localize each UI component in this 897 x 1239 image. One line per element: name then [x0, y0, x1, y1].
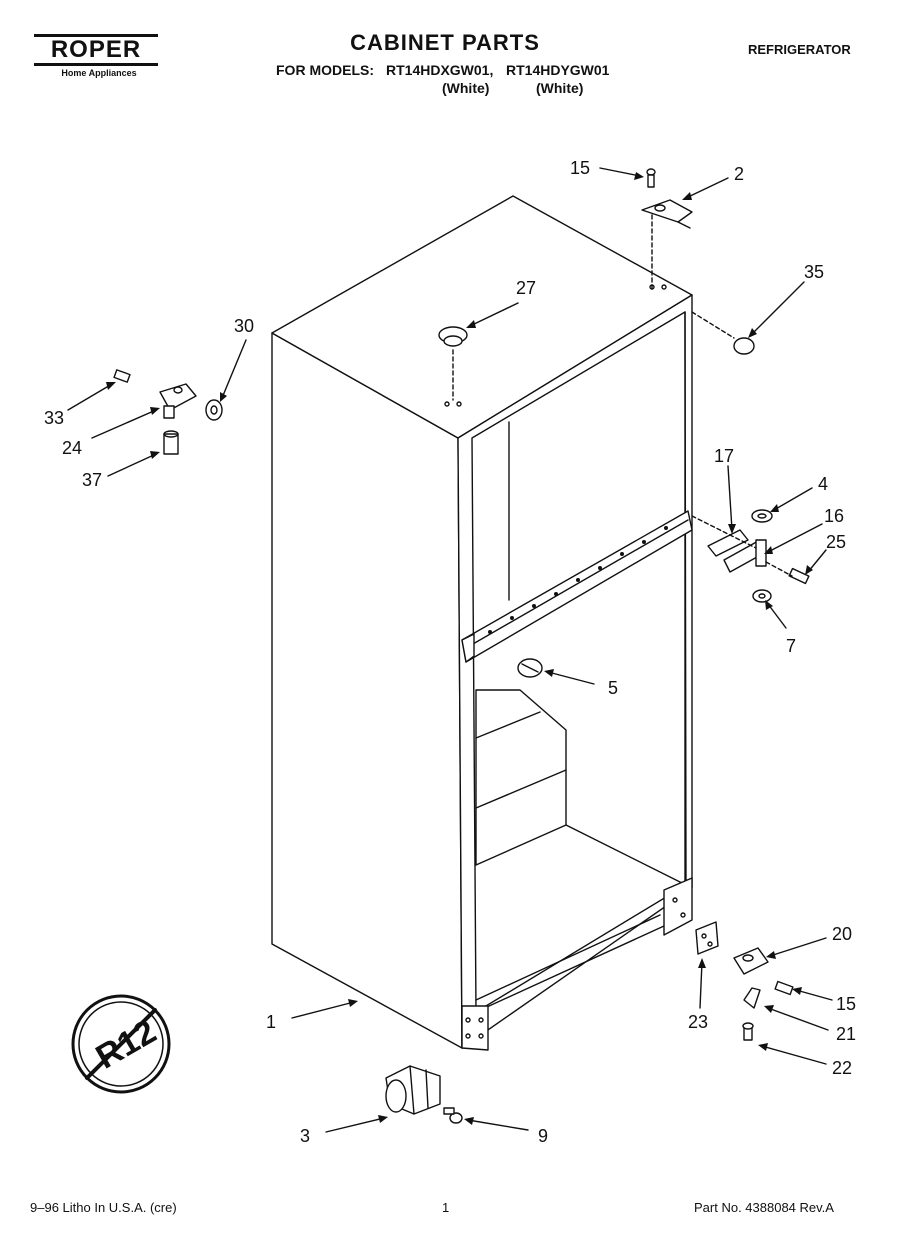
callout-27: 27 — [516, 278, 536, 298]
callout-7: 7 — [786, 636, 796, 656]
callout-9: 9 — [538, 1126, 548, 1146]
print-info: 9–96 Litho In U.S.A. (cre) — [30, 1200, 177, 1215]
freezer-divider — [475, 689, 567, 866]
bottom-hinge-assembly — [695, 921, 794, 1041]
center-hinge-rail — [461, 510, 693, 663]
callout-5: 5 — [608, 678, 618, 698]
callout-37: 37 — [82, 470, 102, 490]
top-hinge-2 — [641, 199, 693, 291]
callout-22: 22 — [832, 1058, 852, 1078]
brand-logo: ROPER Home Appliances — [34, 34, 164, 78]
bottom-stile — [461, 1005, 489, 1051]
model-1-color: (White) — [442, 80, 490, 96]
callout-24: 24 — [62, 438, 82, 458]
page-title: CABINET PARTS — [350, 30, 540, 55]
leg-screw-9 — [443, 1107, 463, 1124]
callout-2: 2 — [734, 164, 744, 184]
callout-30: 30 — [234, 316, 254, 336]
callout-35: 35 — [804, 262, 824, 282]
hole-plug-27 — [438, 326, 468, 401]
model-number-1: RT14HDXGW01, — [386, 62, 494, 78]
cabinet-side-panel — [271, 332, 463, 1049]
leveling-leg-3 — [385, 1065, 441, 1115]
brand-tagline: Home Appliances — [61, 68, 137, 78]
hinge-cap-35 — [691, 311, 755, 355]
callout-17: 17 — [714, 446, 734, 466]
r12-prohibited-badge — [71, 994, 171, 1094]
center-hinge-assembly — [691, 509, 810, 603]
leader-lines — [67, 167, 833, 1133]
appliance-category: REFRIGERATOR — [748, 42, 851, 57]
callout-20: 20 — [832, 924, 852, 944]
callout-4: 4 — [818, 474, 828, 494]
model-2-color: (White) — [536, 80, 584, 96]
callout-3: 3 — [300, 1126, 310, 1146]
top-hinge-screw-15 — [646, 168, 656, 188]
brand-name: ROPER — [50, 36, 142, 63]
callout-23: 23 — [688, 1012, 708, 1032]
callout-16: 16 — [824, 506, 844, 526]
page-number: 1 — [442, 1200, 450, 1215]
model-number-2: RT14HDYGW01 — [506, 62, 610, 78]
callout-15-bottom: 15 — [836, 994, 856, 1014]
models-label: FOR MODELS: — [276, 62, 374, 78]
callout-21: 21 — [836, 1024, 856, 1044]
callout-15-top: 15 — [570, 158, 590, 178]
left-hinge-assembly — [113, 369, 223, 455]
callout-1: 1 — [266, 1012, 276, 1032]
callout-33: 33 — [44, 408, 64, 428]
cabinet-body — [271, 195, 693, 1051]
callout-25: 25 — [826, 532, 846, 552]
hole-plug-5 — [517, 658, 543, 678]
brand-logo-box: ROPER — [34, 34, 158, 66]
part-number: Part No. 4388084 Rev.A — [694, 1200, 834, 1215]
